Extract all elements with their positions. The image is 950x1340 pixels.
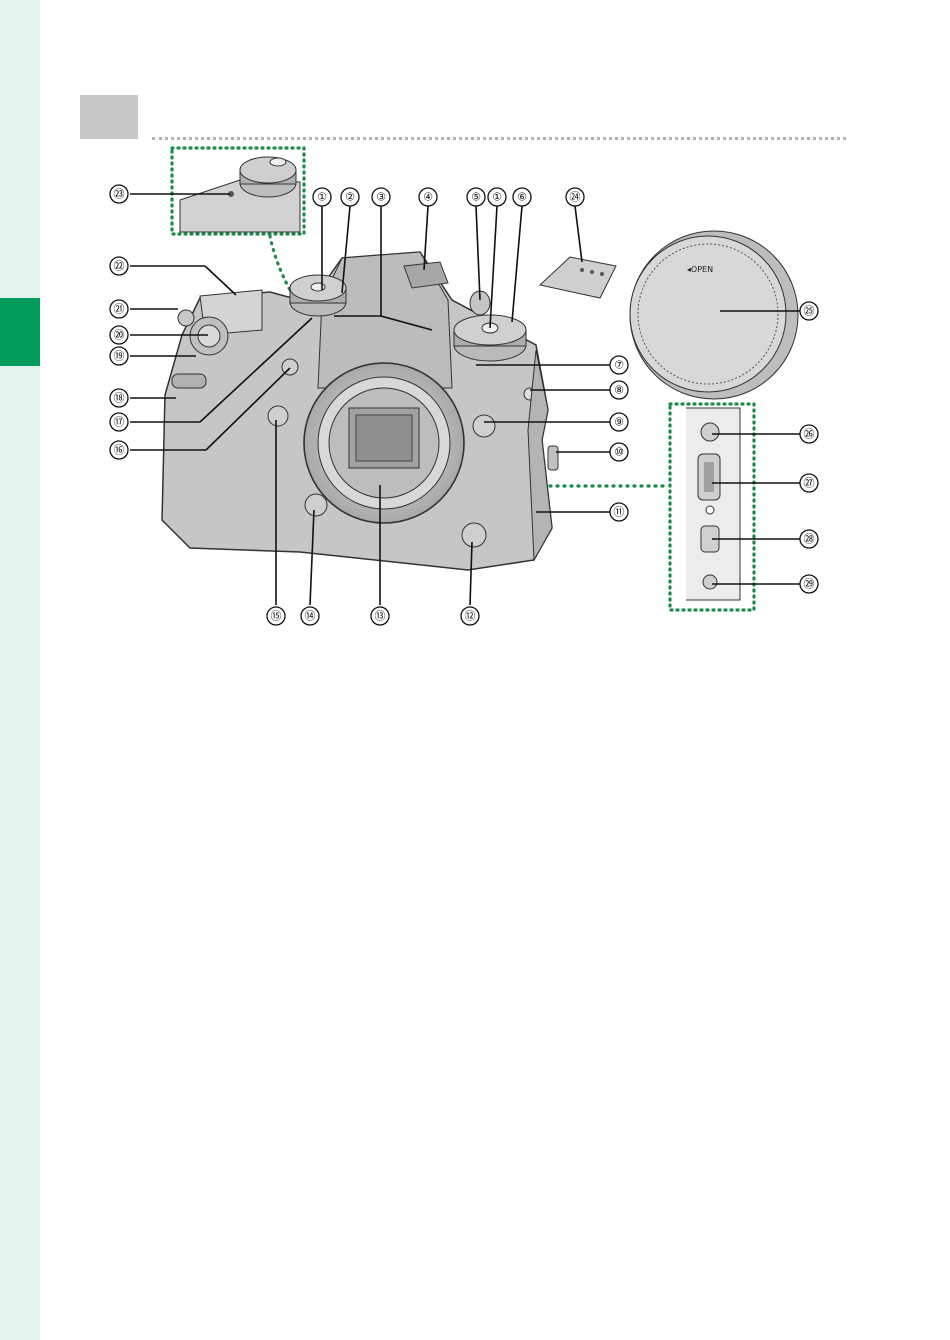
svg-text:⑲: ⑲ (114, 350, 125, 363)
svg-text:⑤: ⑤ (471, 191, 481, 204)
svg-text:㉒: ㉒ (114, 260, 125, 273)
callout-14: ⑭ (301, 607, 319, 625)
callout-2: ② (341, 188, 359, 206)
svg-text:⑥: ⑥ (517, 191, 527, 204)
svg-text:⑨: ⑨ (614, 416, 624, 429)
svg-text:④: ④ (423, 191, 433, 204)
callout-22: ㉒ (110, 257, 128, 275)
callout-13: ⑬ (371, 607, 389, 625)
callout-21: ㉑ (110, 300, 128, 318)
camera-body-illustration (162, 252, 558, 570)
svg-text:⑮: ⑮ (271, 610, 282, 623)
svg-text:㉕: ㉕ (804, 305, 815, 318)
body-cap-open-text: ◂OPEN (687, 265, 713, 274)
hot-shoe-cover-illustration (540, 257, 616, 298)
callout-8: ⑧ (610, 381, 628, 399)
svg-text:⑳: ⑳ (114, 329, 125, 342)
callout-3: ③ (372, 188, 390, 206)
svg-text:⑩: ⑩ (614, 446, 624, 459)
svg-text:⑦: ⑦ (614, 359, 624, 372)
svg-text:⑯: ⑯ (114, 444, 125, 457)
svg-text:⑰: ⑰ (114, 416, 125, 429)
callout-10: ⑩ (610, 443, 628, 461)
svg-text:①: ① (492, 191, 502, 204)
callout-12: ⑫ (461, 607, 479, 625)
callout-28: ㉘ (800, 530, 818, 548)
svg-text:㉗: ㉗ (804, 477, 815, 490)
callout-23: ㉓ (110, 185, 128, 203)
svg-text:㉖: ㉖ (804, 428, 815, 441)
body-cap-illustration: ◂OPEN (630, 231, 798, 399)
svg-text:⑬: ⑬ (375, 610, 386, 623)
callout-11: ⑪ (610, 503, 628, 521)
svg-text:㉙: ㉙ (804, 578, 815, 591)
svg-text:㉔: ㉔ (570, 191, 581, 204)
svg-text:⑪: ⑪ (614, 506, 625, 519)
callout-7: ⑦ (610, 356, 628, 374)
callout-1-second: ① (488, 188, 506, 206)
callout-1: ① (313, 188, 331, 206)
callout-17: ⑰ (110, 413, 128, 431)
callout-19: ⑲ (110, 347, 128, 365)
callout-4: ④ (419, 188, 437, 206)
callout-18: ⑱ (110, 389, 128, 407)
callout-6: ⑥ (513, 188, 531, 206)
callout-27: ㉗ (800, 474, 818, 492)
inset-top-detail (172, 148, 304, 290)
callout-29: ㉙ (800, 575, 818, 593)
svg-text:⑱: ⑱ (114, 392, 125, 405)
svg-text:㉘: ㉘ (804, 533, 815, 546)
callout-20: ⑳ (110, 326, 128, 344)
svg-text:②: ② (345, 191, 355, 204)
svg-text:㉑: ㉑ (114, 303, 125, 316)
callout-16: ⑯ (110, 441, 128, 459)
callout-9: ⑨ (610, 413, 628, 431)
svg-text:⑧: ⑧ (614, 384, 624, 397)
svg-text:⑫: ⑫ (465, 610, 476, 623)
callout-5: ⑤ (467, 188, 485, 206)
callout-26: ㉖ (800, 425, 818, 443)
svg-text:③: ③ (376, 191, 386, 204)
callout-24: ㉔ (566, 188, 584, 206)
connector-inset (550, 404, 754, 610)
callout-15: ⑮ (267, 607, 285, 625)
svg-text:㉓: ㉓ (114, 188, 125, 201)
callout-25: ㉕ (800, 302, 818, 320)
svg-text:①: ① (317, 191, 327, 204)
svg-text:⑭: ⑭ (305, 610, 316, 623)
